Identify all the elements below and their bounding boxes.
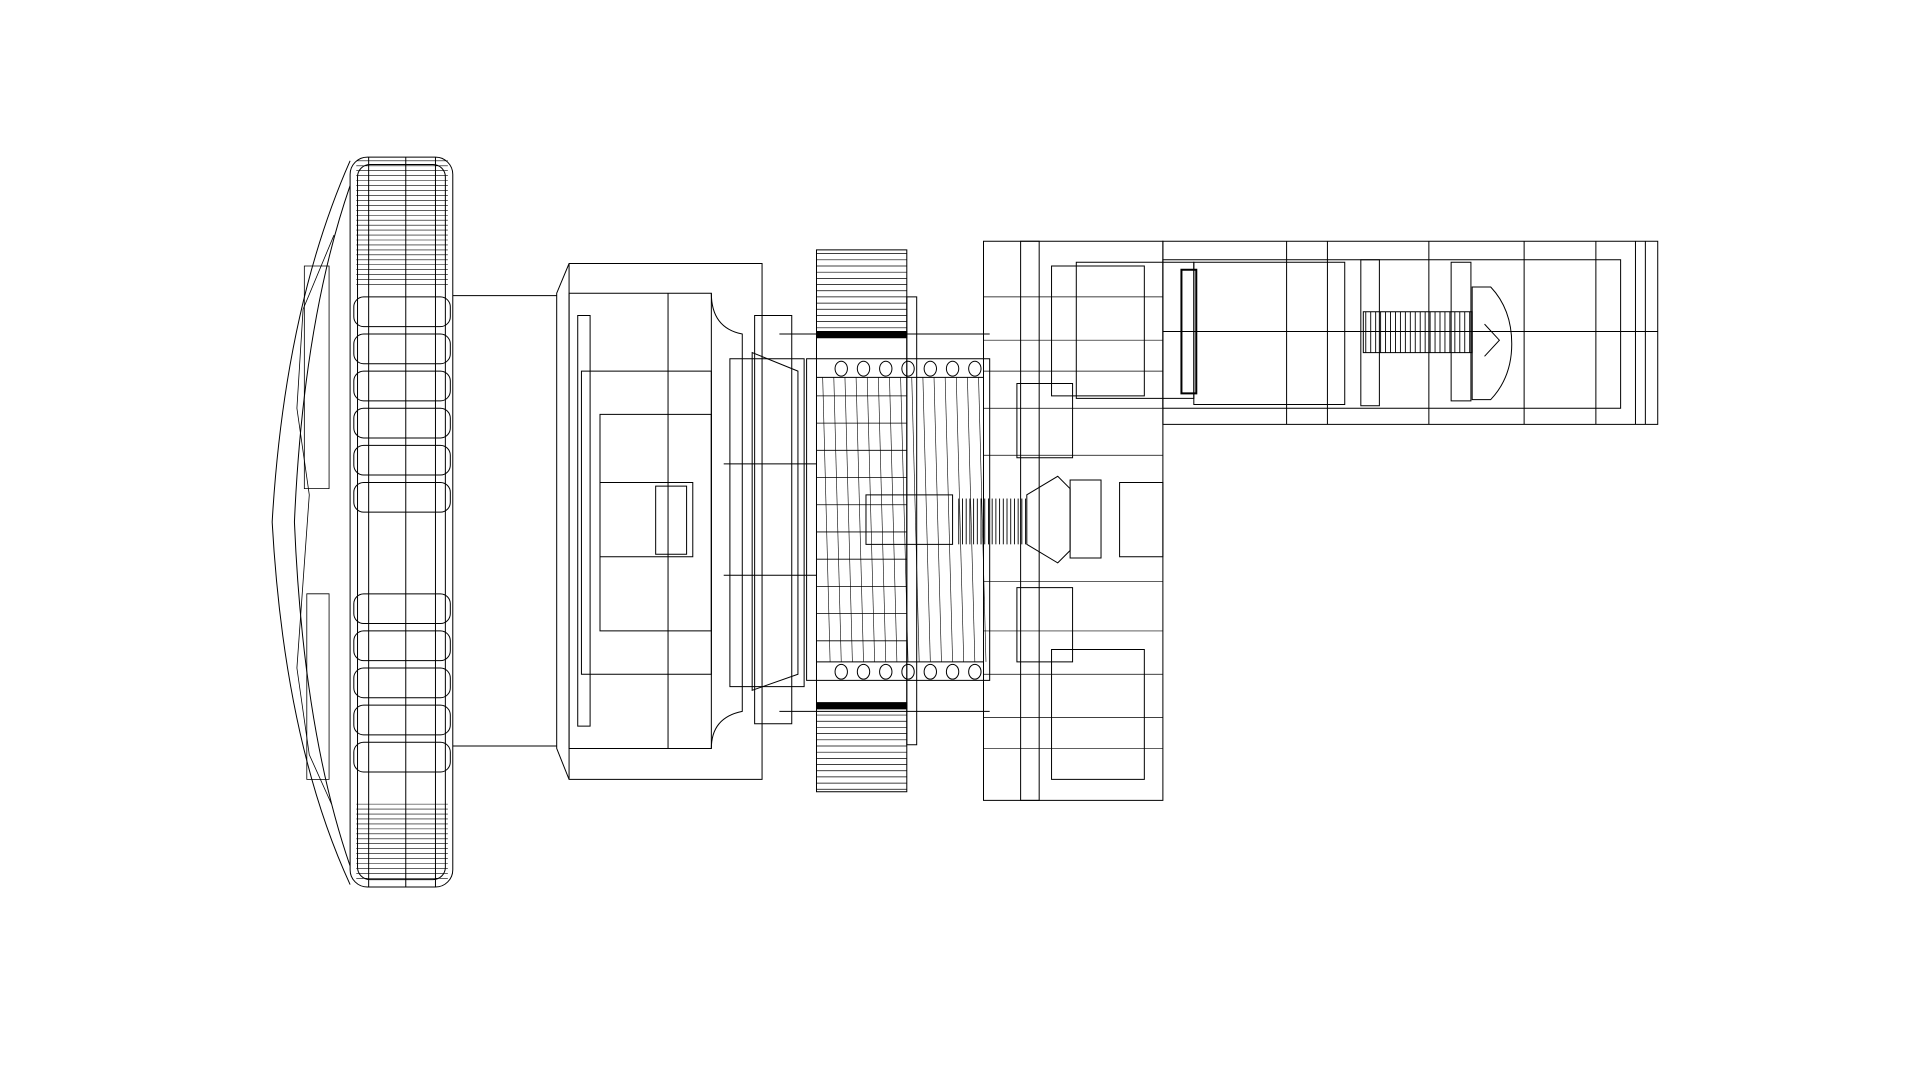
- knob-rib: [354, 482, 450, 512]
- spring-wire: [923, 377, 930, 662]
- spring-assembly: [779, 334, 989, 711]
- knob-rib: [354, 408, 450, 438]
- spring-coil: [924, 361, 936, 376]
- spring-wire: [834, 377, 841, 662]
- shaft-body: [453, 264, 762, 780]
- spring-coil: [880, 361, 892, 376]
- spring-wire: [912, 377, 919, 662]
- knob-rib: [354, 705, 450, 735]
- spring-wire: [889, 377, 896, 662]
- spring-coil: [880, 664, 892, 679]
- spring-coil: [835, 664, 847, 679]
- spring-coil: [924, 664, 936, 679]
- spring-wire: [956, 377, 963, 662]
- center-screw: [959, 499, 1026, 545]
- knob-rib: [354, 631, 450, 661]
- spring-coil: [969, 361, 981, 376]
- spring-wire: [856, 377, 863, 662]
- spring-wire: [945, 377, 952, 662]
- knob-rib: [354, 297, 450, 327]
- gear: [816, 250, 916, 792]
- mounting-block: [984, 241, 1163, 800]
- spring-coil: [946, 664, 958, 679]
- spring-wire: [967, 377, 974, 662]
- spring-wire: [823, 377, 830, 662]
- spring-coil: [969, 664, 981, 679]
- knob-rib: [354, 445, 450, 475]
- knob-rib: [354, 742, 450, 772]
- spring-coil: [857, 361, 869, 376]
- spring-wire: [845, 377, 852, 662]
- knob: [272, 157, 453, 887]
- spring-wire: [901, 377, 908, 662]
- spring-coil: [857, 664, 869, 679]
- arm: [1076, 241, 1657, 424]
- spring-wire: [934, 377, 941, 662]
- spring-coil: [902, 361, 914, 376]
- spring-wire: [878, 377, 885, 662]
- arm-screw: [1363, 287, 1511, 400]
- knob-rib: [354, 371, 450, 401]
- knob-rib: [354, 668, 450, 698]
- spring-wire: [979, 377, 986, 662]
- knob-rib: [354, 594, 450, 624]
- spring-coil: [946, 361, 958, 376]
- collar: [724, 315, 817, 723]
- spring-coil: [835, 361, 847, 376]
- knob-rib: [354, 334, 450, 364]
- spring-coil: [902, 664, 914, 679]
- spring-wire: [867, 377, 874, 662]
